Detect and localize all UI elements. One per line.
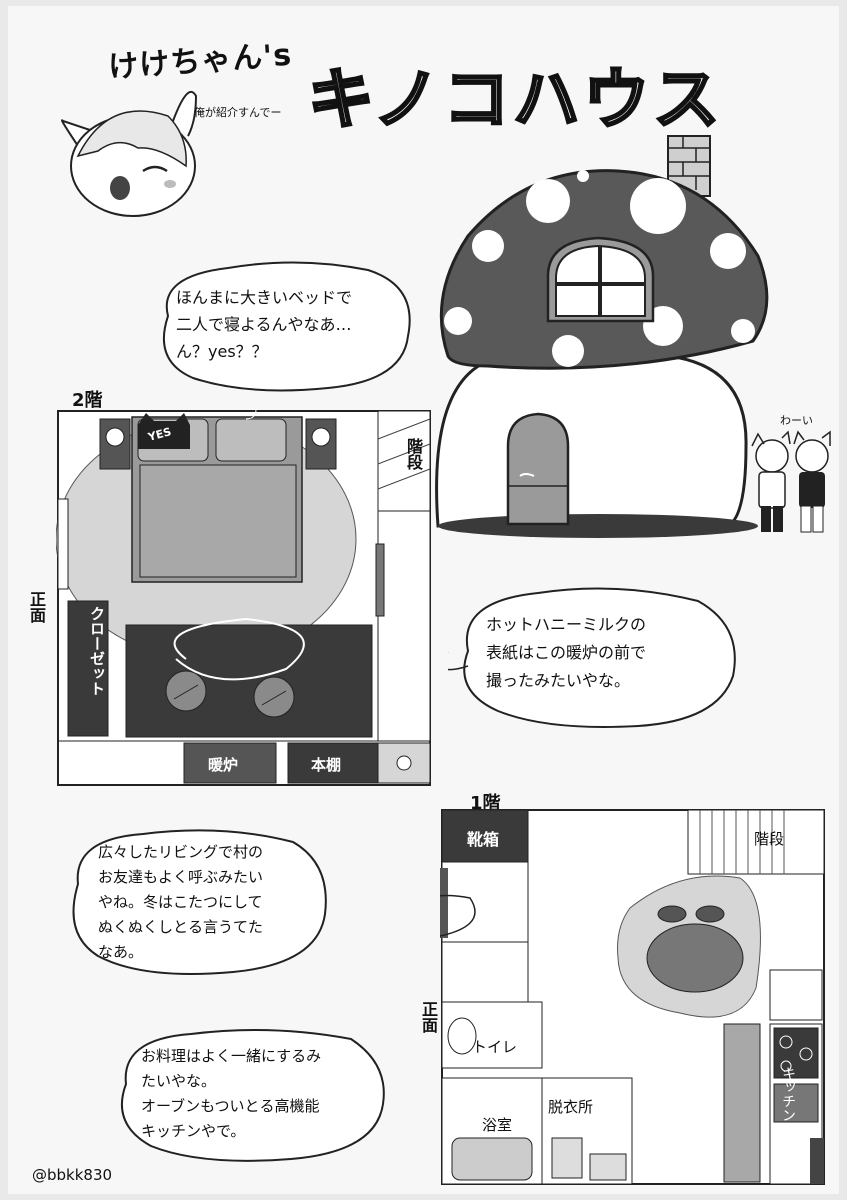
subtitle: 俺が紹介すんでー (194, 106, 282, 119)
living-comment-bubble (72, 829, 327, 975)
bath-label: 浴室 (482, 1116, 513, 1134)
narrator-cat-head-illustration (61, 90, 198, 217)
mushroom-house-illustration (435, 135, 769, 538)
kitchen-label: キッチン (780, 1066, 796, 1122)
bed-comment-line-1: ほんまに大きいベッドで (176, 288, 353, 307)
living-comment-line-3: やね。冬はこたつにして (98, 893, 263, 911)
cooking-comment-line-2: たいやな。 (141, 1072, 217, 1090)
fireplace-label: 暖炉 (208, 756, 239, 774)
floor2-front-label: 正面 (27, 591, 46, 623)
cooking-comment-line-1: お料理はよく一緒にするみ (141, 1047, 322, 1065)
bed-comment-line-2: 二人で寝よるんやなあ… (176, 315, 352, 334)
shoe-box-label: 靴箱 (467, 830, 500, 849)
floor1-stairs-label: 階段 (754, 830, 785, 848)
living-comment-line-5: なあ。 (98, 943, 144, 961)
cooking-comment-line-3: オーブンもついとる高機能 (141, 1097, 320, 1115)
bed-comment-bubble (162, 261, 411, 392)
floor1-plan (440, 809, 825, 1185)
cooking-comment-text: お料理はよく一緒にするみ たいやな。 オーブンもついとる高機能 キッチンやで。 (141, 1044, 321, 1144)
floor2-plan (56, 409, 431, 786)
cheer-text: わーい (780, 414, 813, 427)
closet-label: クローゼット (88, 606, 106, 696)
fireplace-comment-line-3: 撮ったみたいやな。 (486, 671, 631, 690)
bookshelf-label: 本棚 (311, 756, 342, 774)
fireplace-comment-bubble (448, 587, 736, 728)
bed-comment-text: ほんまに大きいベッドで 二人で寝よるんやなあ… ん？yes？？ (176, 284, 352, 365)
living-comment-line-2: お友達もよく呼ぶみたい (98, 868, 264, 886)
cooking-comment-bubble (120, 1029, 385, 1162)
comic-page: けけちゃん's 俺が紹介すんでー キノコハウス わーい (8, 6, 839, 1194)
fireplace-comment-text: ホットハニーミルクの 表紙はこの暖炉の前で 撮ったみたいやな。 (486, 611, 646, 695)
bed-comment-line-3: ん？yes？？ (176, 342, 268, 361)
main-title: キノコハウス (306, 60, 724, 140)
two-cats-illustration (751, 430, 831, 533)
floor1-label: 1階 (470, 793, 501, 814)
credit-handle: @bbkk830 (32, 1166, 113, 1184)
cooking-comment-line-4: キッチンやで。 (141, 1122, 246, 1140)
floor2-label: 2階 (72, 390, 103, 411)
living-comment-line-1: 広々したリビングで村の (98, 843, 264, 861)
toilet-label: トイレ (472, 1038, 518, 1056)
floor1-front-label: 正面 (419, 1001, 438, 1033)
pre-title: けけちゃん's (107, 37, 294, 86)
living-comment-line-4: ぬくぬくしとる言うてた (98, 918, 264, 936)
fireplace-comment-line-1: ホットハニーミルクの (486, 615, 647, 634)
living-comment-text: 広々したリビングで村の お友達もよく呼ぶみたい やね。冬はこたつにして ぬくぬく… (98, 840, 263, 965)
floor2-stairs-label: 階段 (404, 438, 423, 470)
fireplace-comment-line-2: 表紙はこの暖炉の前で (486, 643, 647, 662)
dressing-room-label: 脱衣所 (548, 1098, 594, 1116)
